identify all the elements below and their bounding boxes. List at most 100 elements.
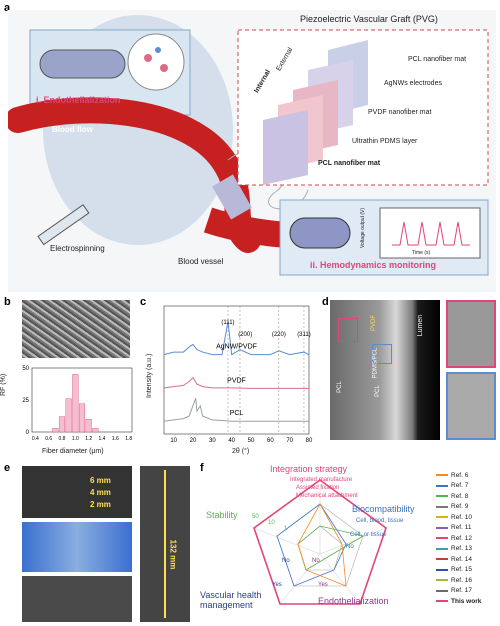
level-endo-no: No	[312, 558, 320, 564]
panel-label-e: e	[4, 462, 11, 474]
graft-sizes-photo	[22, 466, 132, 518]
legend-label: Ref. 6	[451, 471, 469, 479]
zoom-box-pink	[338, 318, 358, 342]
panel-label-b: b	[4, 296, 11, 308]
xrd-xtick: 40	[228, 438, 235, 444]
pvdf-label: PVDF	[371, 314, 378, 332]
legend-swatch	[436, 589, 448, 592]
layer-label-2: AgNWs electrodes	[384, 80, 442, 87]
histogram-bar	[85, 419, 92, 433]
ref-polygon-3	[297, 503, 347, 587]
zoom-image-pink	[446, 300, 496, 368]
legend-swatch	[436, 526, 448, 529]
syringe-icon	[37, 204, 90, 246]
histogram-bar	[58, 416, 66, 433]
xrd-xtick: 50	[248, 438, 255, 444]
legend-swatch	[436, 579, 448, 582]
histogram-xtick: 1.4	[99, 436, 106, 442]
sem-image	[22, 300, 130, 358]
level-no-biocompat: No	[346, 544, 354, 550]
length-arrow	[164, 470, 166, 618]
legend-label: Ref. 11	[451, 524, 472, 532]
legend-label: Ref. 12	[451, 534, 472, 542]
legend-label: Ref. 7	[451, 482, 469, 490]
level-stability-10: 10	[268, 520, 275, 526]
legend-label: Ref. 14	[451, 555, 472, 563]
layer-label-1: PCL nanofiber mat	[408, 56, 467, 63]
axis-integration: Integration strategy	[270, 464, 348, 474]
xrd-xtick: 70	[286, 438, 293, 444]
xrd-series-label: AgNW/PVDF	[216, 344, 257, 351]
xrd-frame	[163, 305, 310, 435]
size-label-4mm: 4 mm	[90, 488, 111, 497]
ref-polygon-1	[276, 503, 347, 587]
pcl-outer-label: PCL	[336, 381, 343, 393]
layer-label-3: PVDF nanofiber mat	[368, 109, 432, 116]
axis-endothelialization: Endothelialization	[318, 596, 389, 606]
legend-swatch	[436, 516, 448, 519]
histogram-xtick: 1.0	[72, 436, 79, 442]
monitor-graft	[289, 217, 351, 249]
legend-item: Ref. 17	[436, 586, 496, 597]
histogram-bar	[72, 374, 79, 433]
panel-a-illustration	[8, 15, 489, 276]
legend-label: This work	[451, 597, 482, 605]
legend-item: Ref. 9	[436, 502, 496, 513]
level-vhm-yes: Yes	[272, 582, 282, 588]
blood-flow-label: Blood flow	[52, 125, 93, 134]
legend-item: This work	[436, 596, 496, 607]
endothelialization-label: i. Endothelialization	[36, 95, 121, 105]
radar-chart	[253, 479, 387, 605]
layer-label-5: PCL nanofiber mat	[318, 160, 381, 167]
xrd-peak-label: (311)	[297, 332, 311, 338]
pvg-title: Piezoelectric Vascular Graft (PVG)	[300, 14, 438, 24]
zoom-image-blue	[446, 372, 496, 440]
blood-vessel-label: Blood vessel	[178, 257, 224, 266]
xrd-xtick: 20	[190, 438, 197, 444]
legend-item: Ref. 6	[436, 470, 496, 481]
histogram-xtick: 0.4	[32, 436, 39, 442]
this-work-polygon	[253, 479, 387, 605]
legend-item: Ref. 10	[436, 512, 496, 523]
layer-stack	[263, 40, 368, 185]
xrd-xtick: 60	[267, 438, 274, 444]
xrd-xtick: 80	[306, 438, 313, 444]
axis-stability: Stability	[206, 510, 238, 520]
legend-label: Ref. 10	[451, 513, 472, 521]
histogram-xtick: 1.2	[85, 436, 92, 442]
legend-label: Ref. 8	[451, 492, 469, 500]
graft-tube	[39, 49, 126, 79]
legend-label: Ref. 17	[451, 587, 472, 595]
hemodynamics-label: ii. Hemodynamics monitoring	[310, 260, 437, 270]
xrd-series-line	[163, 397, 309, 422]
histogram-ytick: 25	[22, 398, 29, 404]
voltage-trace	[392, 221, 470, 246]
axis-biocompatibility: Biocompatibility	[352, 504, 415, 514]
xrd-xtick: 30	[209, 438, 216, 444]
pcl-inner-label: PCL	[374, 385, 381, 397]
histogram-ylabel: RF (%)	[0, 373, 7, 396]
gloved-hands-photo	[22, 522, 132, 572]
xrd-xlabel: 2θ (°)	[232, 448, 250, 455]
legend-swatch	[436, 505, 448, 508]
level-vhm-no: No	[282, 558, 290, 564]
histogram-bar	[65, 398, 72, 433]
level-stability-50: 50	[252, 514, 259, 520]
histogram-ytick: 0	[26, 430, 30, 436]
xrd-series-label: PVDF	[227, 377, 246, 384]
legend-swatch	[436, 474, 448, 477]
size-label-6mm: 6 mm	[90, 476, 111, 485]
legend-item: Ref. 7	[436, 481, 496, 492]
legend-swatch	[436, 600, 448, 603]
xrd-series-line	[163, 321, 310, 356]
histogram-xtick: 0.6	[45, 436, 52, 442]
caliper-photo	[22, 576, 132, 622]
electrospinning-label: Electrospinning	[50, 244, 105, 253]
histogram-bar	[92, 427, 99, 433]
xrd-ylabel: Intensity (a.u.)	[146, 353, 153, 398]
histogram-xtick: 0.8	[59, 436, 66, 442]
cross-section-image	[330, 300, 440, 440]
legend-item: Ref. 15	[436, 565, 496, 576]
legend-label: Ref. 13	[451, 545, 472, 553]
xrd-peak-label: (111)	[221, 320, 234, 326]
